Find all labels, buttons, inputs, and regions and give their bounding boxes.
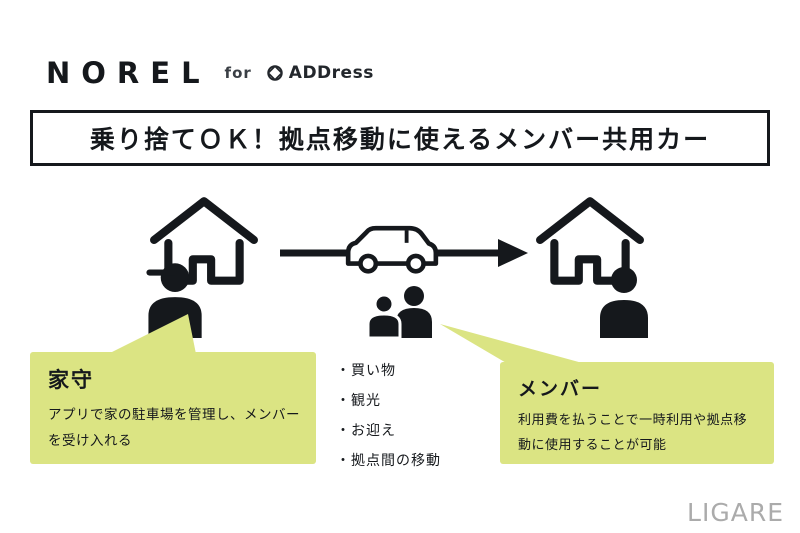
member-callout-title: メンバー (518, 378, 603, 400)
purpose-list-item: ・拠点間の移動 (336, 453, 441, 470)
car-icon (345, 225, 439, 274)
left-callout-tail (108, 314, 196, 354)
purpose-list-item: ・買い物 (336, 363, 396, 379)
ligare-watermark: LIGARE (687, 498, 784, 527)
caretaker-callout: 家守 アプリで家の駐車場を管理し、メンバーを受け入れる (30, 352, 316, 464)
purpose-list-item: ・お迎え (336, 423, 396, 440)
caretaker-callout-body: アプリで家の駐車場を管理し、メンバーを受け入れる (48, 407, 300, 450)
logo-row: NOREL for ADDress (46, 56, 374, 90)
purpose-list: ・買い物 ・観光 ・お迎え ・拠点間の移動 (336, 356, 441, 476)
caretaker-callout-title: 家守 (48, 368, 94, 392)
address-logo-text: ADDress (288, 63, 374, 83)
title-banner: 乗り捨てＯＫ！拠点移動に使えるメンバー共用カー (30, 110, 770, 166)
member-person-icon (600, 267, 648, 338)
purpose-list-item: ・観光 (336, 393, 381, 410)
right-callout-tail (440, 324, 586, 364)
banner-title: 乗り捨てＯＫ！拠点移動に使えるメンバー共用カー (89, 125, 711, 154)
norel-logo: NOREL (46, 56, 211, 90)
member-callout: メンバー 利用費を払うことで一時利用や拠点移動に使用することが可能 (500, 362, 774, 464)
member-callout-body: 利用費を払うことで一時利用や拠点移動に使用することが可能 (518, 413, 748, 453)
for-label: for (224, 64, 252, 82)
address-logo-icon (267, 65, 283, 81)
two-members-icon (366, 286, 432, 338)
address-logo: ADDress (266, 63, 374, 83)
